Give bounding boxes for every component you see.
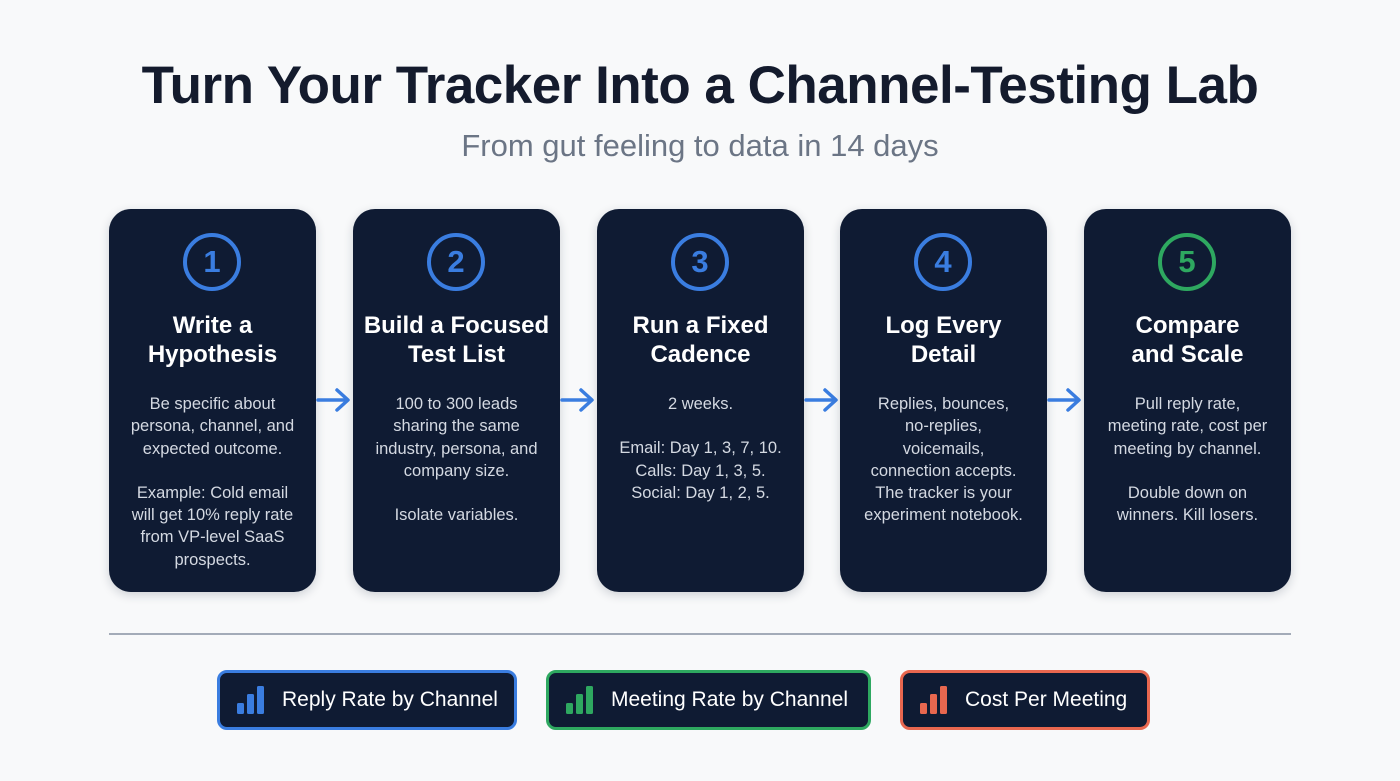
step-title-line: Write a — [172, 312, 253, 339]
step-title-line: Build a Focused — [363, 312, 550, 339]
bar-chart-icon — [566, 686, 593, 714]
description-line: expected outcome. — [142, 439, 283, 458]
description-line: connection accepts. — [870, 461, 1017, 480]
step-number-badge: 5 — [1158, 233, 1216, 291]
step-title-line: Compare — [1135, 312, 1240, 339]
description-line: sharing the same — [393, 417, 520, 436]
description-line: Email: Day 1, 3, 7, 10. — [619, 439, 782, 458]
step-card-1: 1 Write a Hypothesis Be specific about p… — [109, 209, 316, 592]
description-line: Social: Day 1, 2, 5. — [631, 483, 770, 502]
step-number-badge: 4 — [914, 233, 972, 291]
step-title-line: Hypothesis — [147, 341, 278, 368]
step-title-line: Log Every — [885, 312, 1002, 339]
description-line: industry, persona, and — [375, 439, 538, 458]
step-title: Log Every Detail — [840, 311, 1047, 369]
arrow-right-icon — [560, 388, 594, 412]
step-description: Replies, bounces, no-replies, voicemails… — [840, 393, 1047, 527]
description-line: Pull reply rate, — [1134, 395, 1241, 413]
step-card-4: 4 Log Every Detail Replies, bounces, no-… — [840, 209, 1047, 592]
step-title: Compare and Scale — [1084, 311, 1291, 369]
step-card-5: 5 Compare and Scale Pull reply rate, mee… — [1084, 209, 1291, 592]
description-line: Calls: Day 1, 3, 5. — [635, 461, 766, 480]
page-title: Turn Your Tracker Into a Channel-Testing… — [141, 56, 1259, 115]
step-description: 2 weeks. Email: Day 1, 3, 7, 10. Calls: … — [597, 393, 804, 504]
metric-label: Reply Rate by Channel — [282, 688, 498, 711]
step-title-line: and Scale — [1131, 341, 1244, 368]
step-description: Be specific about persona, channel, and … — [109, 393, 316, 571]
metric-cost-per-meeting: Cost Per Meeting — [900, 670, 1150, 730]
bar-chart-icon — [920, 686, 947, 714]
description-line: Be specific about — [149, 395, 276, 413]
section-divider — [109, 633, 1291, 635]
step-title-line: Cadence — [650, 341, 751, 368]
description-line: meeting rate, cost per — [1107, 417, 1268, 436]
description-line: The tracker is your — [875, 484, 1012, 503]
description-line: company size. — [403, 461, 510, 480]
metric-reply-rate: Reply Rate by Channel — [217, 670, 517, 730]
page-subtitle: From gut feeling to data in 14 days — [461, 128, 939, 163]
step-title-line: Test List — [408, 341, 505, 368]
description-line: Double down on — [1127, 483, 1248, 502]
step-number-badge: 2 — [427, 233, 485, 291]
step-description: Pull reply rate, meeting rate, cost per … — [1084, 393, 1291, 526]
description-line: experiment notebook. — [864, 506, 1023, 525]
arrow-right-icon — [316, 388, 350, 412]
description-line: winners. Kill losers. — [1116, 506, 1259, 525]
step-number-badge: 1 — [183, 233, 241, 291]
description-line: voicemails, — [902, 439, 985, 458]
step-card-3: 3 Run a Fixed Cadence 2 weeks. Email: Da… — [597, 209, 804, 592]
bar-chart-icon — [237, 686, 264, 714]
step-number-badge: 3 — [671, 233, 729, 291]
description-line: no-replies, — [904, 417, 983, 436]
description-line: meeting by channel. — [1113, 439, 1262, 458]
step-title: Build a Focused Test List — [353, 311, 560, 369]
metric-label: Meeting Rate by Channel — [611, 688, 848, 711]
description-line: Example: Cold email — [136, 483, 289, 502]
metric-label: Cost Per Meeting — [965, 688, 1128, 711]
description-line: from VP-level SaaS — [140, 528, 285, 547]
description-line: persona, channel, and — [130, 417, 295, 436]
step-title-line: Detail — [910, 341, 977, 368]
step-title: Run a Fixed Cadence — [597, 311, 804, 369]
arrow-right-icon — [1047, 388, 1081, 412]
description-line: Replies, bounces, — [877, 395, 1010, 413]
arrow-right-icon — [804, 388, 838, 412]
metric-meeting-rate: Meeting Rate by Channel — [546, 670, 871, 730]
description-line: will get 10% reply rate — [131, 506, 294, 525]
description-line: 2 weeks. — [667, 395, 734, 413]
description-line: prospects. — [174, 550, 251, 569]
step-description: 100 to 300 leads sharing the same indust… — [353, 393, 560, 526]
step-card-2: 2 Build a Focused Test List 100 to 300 l… — [353, 209, 560, 592]
step-title-line: Run a Fixed — [632, 312, 769, 339]
description-line: Isolate variables. — [394, 506, 519, 525]
description-line: 100 to 300 leads — [395, 395, 518, 413]
step-title: Write a Hypothesis — [109, 311, 316, 369]
